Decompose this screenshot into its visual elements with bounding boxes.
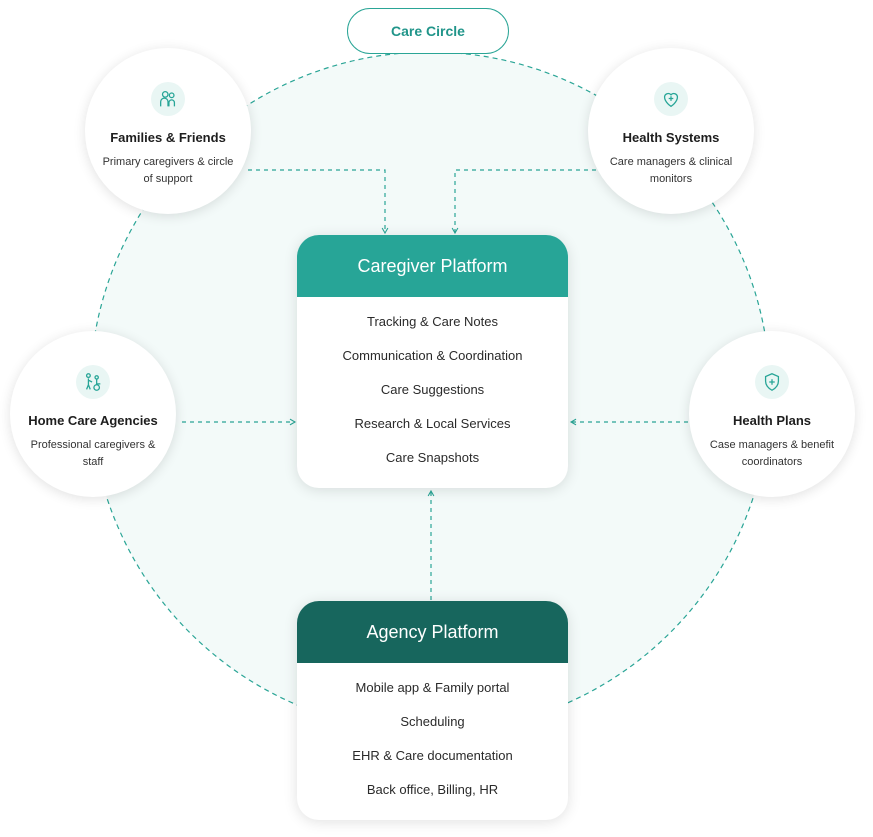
caregiver-feature-list: Tracking & Care Notes Communication & Co… — [297, 297, 568, 483]
node-title: Health Plans — [732, 413, 812, 428]
caregiver-wheelchair-icon — [76, 365, 110, 399]
node-description: Care managers & clinical monitors — [609, 156, 733, 185]
node-description: Professional caregivers & staff — [30, 439, 156, 468]
list-item: Communication & Coordination — [342, 348, 523, 363]
list-item: EHR & Care documentation — [352, 748, 513, 763]
list-item: Mobile app & Family portal — [355, 680, 510, 695]
node-title: Families & Friends — [110, 130, 226, 145]
node-description: Case managers & benefit coordinators — [709, 439, 835, 468]
list-item: Research & Local Services — [354, 416, 511, 431]
node-title: Home Care Agencies — [28, 413, 158, 428]
agency-platform-card: Agency Platform Mobile app & Family port… — [297, 601, 568, 820]
list-item: Scheduling — [400, 714, 465, 729]
node-health-systems: Health Systems Care managers & clinical … — [588, 48, 754, 214]
list-item: Back office, Billing, HR — [366, 782, 499, 797]
list-item: Care Suggestions — [380, 382, 485, 397]
agency-feature-list: Mobile app & Family portal Scheduling EH… — [297, 663, 568, 815]
caregiver-platform-card: Caregiver Platform Tracking & Care Notes… — [297, 235, 568, 488]
list-item: Care Snapshots — [385, 450, 480, 465]
list-item: Tracking & Care Notes — [366, 314, 498, 329]
node-families-friends: Families & Friends Primary caregivers & … — [85, 48, 251, 214]
heart-plus-icon — [654, 82, 688, 116]
connector-families — [248, 169, 389, 235]
node-title: Health Systems — [622, 130, 720, 145]
agency-platform-title: Agency Platform — [297, 601, 568, 663]
caregiver-platform-title: Caregiver Platform — [297, 235, 568, 297]
node-health-plans: Health Plans Case managers & benefit coo… — [689, 331, 855, 497]
people-icon — [151, 82, 185, 116]
care-circle-label: Care Circle — [347, 8, 509, 54]
node-home-care-agencies: Home Care Agencies Professional caregive… — [10, 331, 176, 497]
shield-plus-icon — [755, 365, 789, 399]
node-description: Primary caregivers & circle of support — [102, 156, 234, 185]
